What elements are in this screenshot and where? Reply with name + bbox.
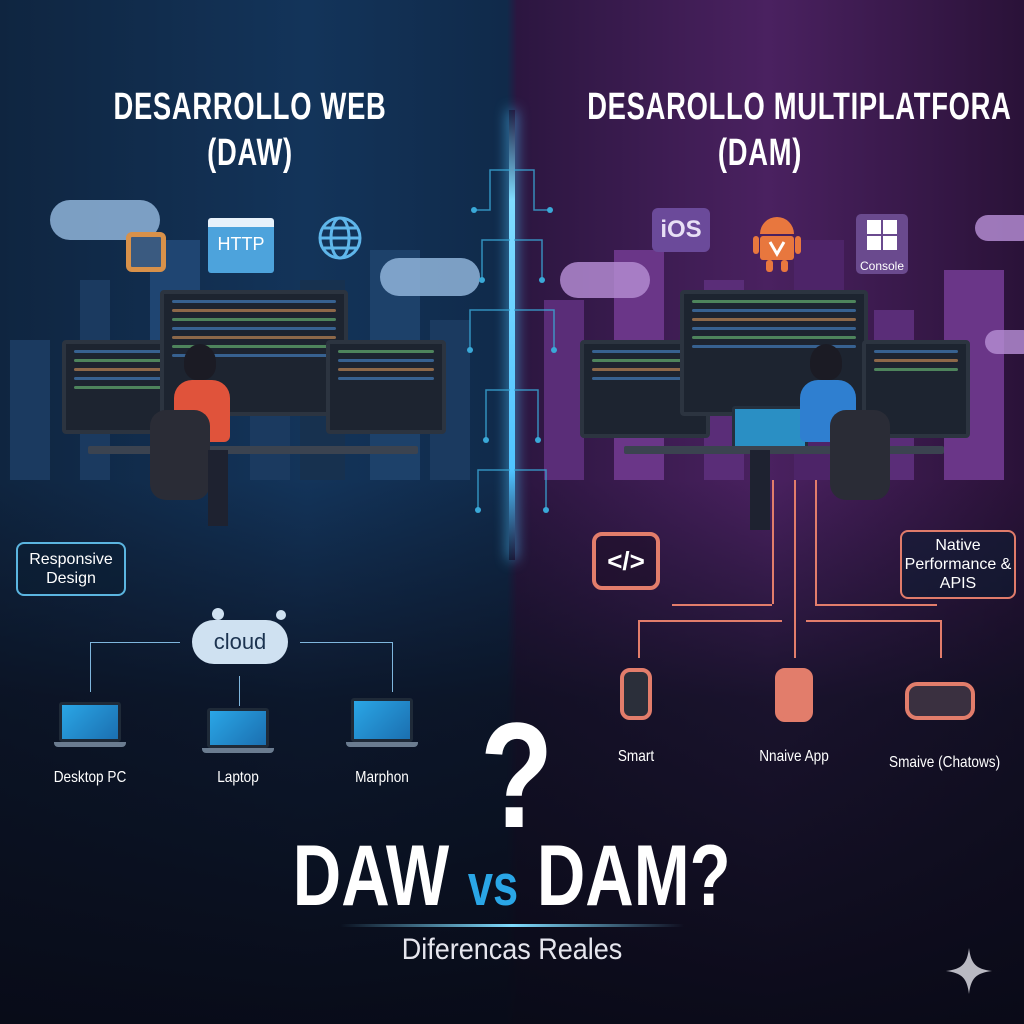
native-performance-label: Native Performance & APIS bbox=[904, 537, 1012, 592]
subtitle: Diferencas Reales bbox=[401, 933, 623, 966]
cloud-label: cloud bbox=[213, 629, 267, 654]
device-item: Marphon bbox=[332, 698, 432, 787]
connector-line bbox=[815, 604, 937, 606]
connector-line bbox=[815, 480, 817, 604]
daw-title: DESARROLLO WEB (DAW) bbox=[113, 84, 387, 176]
dam-title-line1: DESAROLLO MULTIPLATFORA bbox=[587, 86, 1012, 128]
sync-arrow bbox=[90, 642, 180, 643]
code-symbol-icon: </> bbox=[592, 532, 660, 590]
daw-title-line2: (DAW) bbox=[207, 132, 293, 174]
connector-line bbox=[806, 620, 940, 622]
connector-line bbox=[672, 604, 772, 606]
windows-console-icon: Console bbox=[856, 214, 908, 274]
circuit-divider-beam bbox=[509, 110, 515, 560]
sync-arrow bbox=[300, 642, 392, 643]
device-item: Nnaive App bbox=[744, 668, 844, 766]
device-label: Smart bbox=[617, 748, 655, 765]
circuit-traces bbox=[467, 169, 557, 513]
device-item: Desktop PC bbox=[40, 702, 140, 787]
headline-vs: vs bbox=[468, 853, 519, 918]
bottom-shade bbox=[0, 480, 1024, 1024]
glow-underline bbox=[340, 924, 684, 927]
watch-app-icon bbox=[775, 668, 813, 722]
responsive-design-callout: Responsive Design bbox=[16, 542, 126, 596]
responsive-design-label: Responsive Design bbox=[29, 551, 113, 587]
sparkle-icon bbox=[946, 948, 992, 994]
smartwatch-icon bbox=[620, 668, 652, 720]
device-item: Laptop bbox=[188, 708, 288, 787]
globe-icon bbox=[318, 216, 362, 260]
android-icon bbox=[753, 217, 801, 272]
connector-line bbox=[638, 620, 640, 658]
headline: DAW vs DAM? bbox=[0, 826, 1024, 936]
ios-label: iOS bbox=[660, 216, 702, 243]
device-item: Smaive (Chatows) bbox=[880, 682, 1000, 772]
question-mark: ? bbox=[480, 691, 554, 859]
dam-title: DESAROLLO MULTIPLATFORA (DAM) bbox=[587, 84, 1012, 176]
laptop-icon bbox=[207, 708, 269, 748]
cloud-decoration bbox=[560, 262, 650, 298]
http-window-icon: HTTP bbox=[208, 218, 274, 273]
windows-logo-icon bbox=[867, 220, 897, 250]
developer-multiplatform bbox=[750, 340, 890, 540]
connector-line bbox=[772, 480, 774, 604]
cloud-decoration bbox=[975, 215, 1024, 241]
device-label: Desktop PC bbox=[53, 769, 127, 786]
connector-line bbox=[940, 620, 942, 658]
headline-dam: DAM? bbox=[537, 828, 731, 924]
cloud-decoration bbox=[985, 330, 1024, 354]
console-label: Console bbox=[859, 259, 905, 273]
vr-headset-icon bbox=[905, 682, 975, 720]
device-label: Smaive (Chatows) bbox=[889, 754, 1001, 771]
daw-title-line1: DESARROLLO WEB bbox=[113, 86, 387, 128]
desk bbox=[88, 446, 418, 454]
cloud-bubble-icon bbox=[276, 610, 286, 620]
cloud-bubble-icon bbox=[212, 608, 224, 620]
desk bbox=[624, 446, 944, 454]
headline-daw: DAW bbox=[293, 828, 450, 924]
native-performance-callout: Native Performance & APIS bbox=[900, 530, 1016, 599]
connector-line bbox=[794, 480, 796, 658]
monitor-right bbox=[326, 340, 446, 434]
developer-web bbox=[150, 340, 248, 530]
device-item: Smart bbox=[586, 668, 686, 766]
device-label: Marphon bbox=[355, 769, 409, 786]
device-label: Nnaive App bbox=[759, 748, 829, 765]
dam-title-line2: (DAM) bbox=[717, 132, 803, 174]
sync-arrow bbox=[90, 642, 91, 692]
cloud-decoration bbox=[380, 258, 480, 296]
sync-arrow bbox=[392, 642, 393, 692]
ios-icon: iOS bbox=[652, 208, 710, 252]
device-label: Laptop bbox=[217, 769, 259, 786]
laptop-icon bbox=[59, 702, 121, 742]
laptop-icon bbox=[351, 698, 413, 742]
sync-arrow bbox=[239, 676, 240, 706]
cloud-node: cloud bbox=[192, 620, 288, 664]
code-editor-icon bbox=[126, 232, 166, 272]
code-symbol-label: </> bbox=[607, 546, 645, 576]
connector-line bbox=[638, 620, 782, 622]
http-label: HTTP bbox=[217, 234, 265, 254]
